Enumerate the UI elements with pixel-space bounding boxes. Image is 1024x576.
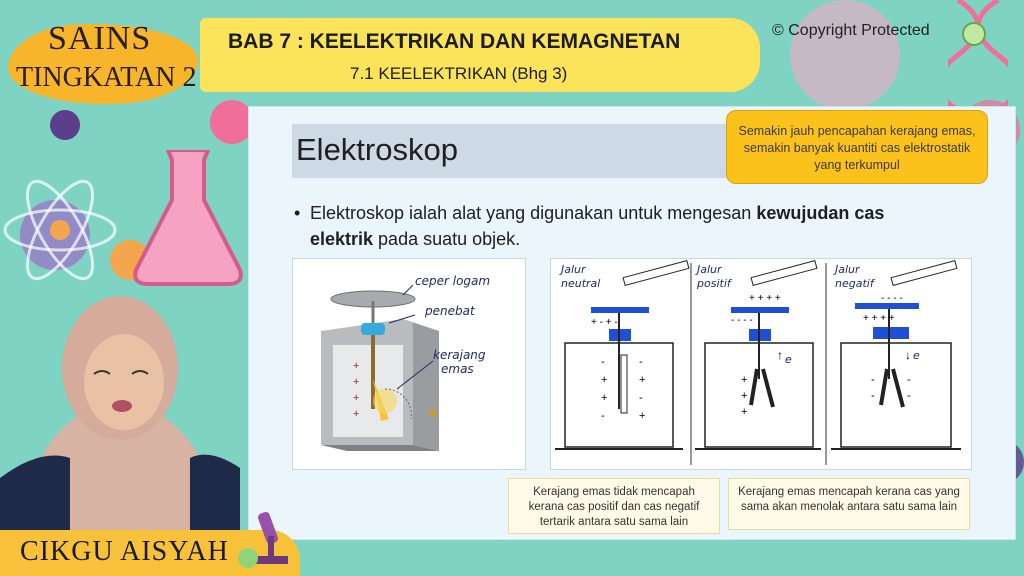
svg-text:+: + [353, 408, 359, 420]
electroscope-diagram: + + + + ceper logam penebat kerajang ema… [321, 274, 490, 451]
bullet-bold: kewujudan cas elektrik [310, 203, 885, 249]
svg-text:-: - [601, 410, 605, 422]
label-positive-2: positif [696, 277, 733, 290]
label-leaf-1: kerajang [433, 348, 486, 362]
subject-line2: TINGKATAN 2 [16, 62, 197, 93]
svg-text:+: + [353, 360, 359, 372]
presenter-name: CIKGU AISYAH [20, 536, 229, 567]
electron-label-1: e [785, 353, 792, 366]
positive-rod [750, 259, 818, 287]
svg-text:+: + [741, 390, 747, 402]
svg-text:-: - [871, 374, 875, 386]
svg-text:-: - [871, 390, 875, 402]
definition-bullet: • Elektroskop ialah alat yang digunakan … [294, 200, 934, 252]
svg-text:-: - [907, 374, 911, 386]
flask-icon [133, 150, 243, 286]
label-neutral-2: neutral [561, 277, 600, 290]
slide-heading: Elektroskop [296, 132, 458, 167]
svg-text:- - - -: - - - - [731, 315, 753, 326]
label-neutral-1: Jalur [559, 263, 587, 276]
charged-rods-figure: Jalur neutral + - + - -- ++ +- -+ Jalur … [550, 258, 972, 470]
charged-rods-diagram: Jalur neutral + - + - -- ++ +- -+ Jalur … [555, 259, 961, 465]
svg-text:-: - [907, 390, 911, 402]
microscope-icon [238, 512, 288, 568]
decor-circle [50, 110, 80, 140]
decor-circle [790, 0, 900, 110]
title-banner [200, 18, 760, 92]
svg-text:-: - [639, 356, 643, 368]
neutral-rod [622, 259, 690, 287]
svg-text:↑: ↑ [777, 348, 783, 362]
presenter-video [0, 278, 240, 538]
label-negative-2: negatif [835, 277, 876, 290]
logo-splash [8, 24, 198, 104]
svg-text:+: + [601, 392, 607, 404]
caption-neutral: Kerajang emas tidak mencapah kerana cas … [508, 478, 720, 534]
svg-text:+: + [741, 374, 747, 386]
label-positive-1: Jalur [695, 263, 723, 276]
presenter-illustration [0, 296, 240, 538]
label-negative-1: Jalur [833, 263, 861, 276]
label-leaf-2: emas [441, 362, 474, 376]
svg-text:+: + [639, 410, 645, 422]
svg-text:- - - -: - - - - [881, 293, 903, 304]
subject-logo: SAINS TINGKATAN 2 [8, 16, 198, 112]
top-note: Semakin jauh pencapahan kerajang emas, s… [726, 110, 988, 184]
subject-line1: SAINS [48, 20, 152, 57]
svg-text:-: - [639, 392, 643, 404]
bullet-dot-icon: • [294, 203, 301, 223]
dna-icon [948, 0, 1008, 110]
svg-text:+ + + +: + + + + [863, 313, 895, 324]
svg-text:-: - [601, 356, 605, 368]
svg-text:+: + [601, 374, 607, 386]
bullet-prefix: Elektroskop ialah alat yang digunakan un… [310, 203, 757, 223]
negative-rod [890, 259, 958, 287]
label-cap: ceper logam [415, 274, 490, 288]
bullet-suffix: pada suatu objek. [373, 229, 521, 249]
copyright-logo-icon [962, 22, 986, 46]
svg-text:+: + [741, 406, 747, 418]
decor-circle [210, 100, 254, 144]
heading-box [292, 124, 732, 178]
svg-text:+ + + +: + + + + [749, 293, 781, 304]
copyright-text: © Copyright Protected [772, 22, 930, 39]
atom-icon [3, 179, 117, 281]
svg-text:+: + [639, 374, 645, 386]
caption-charged: Kerajang emas mencapah kerana cas yang s… [728, 478, 970, 530]
svg-text:↓: ↓ [905, 348, 911, 362]
section-title: 7.1 KEELEKTRIKAN (Bhg 3) [350, 64, 568, 83]
svg-text:+ - + -: + - + - [591, 317, 618, 328]
label-insulator: penebat [424, 304, 476, 318]
bullet-text: Elektroskop ialah alat yang digunakan un… [294, 200, 934, 252]
electroscope-figure: + + + + ceper logam penebat kerajang ema… [292, 258, 526, 470]
svg-text:+: + [353, 392, 359, 404]
svg-text:+: + [353, 376, 359, 388]
electron-label-2: e [913, 349, 920, 362]
chapter-title: BAB 7 : KEELEKTRIKAN DAN KEMAGNETAN [228, 30, 681, 53]
